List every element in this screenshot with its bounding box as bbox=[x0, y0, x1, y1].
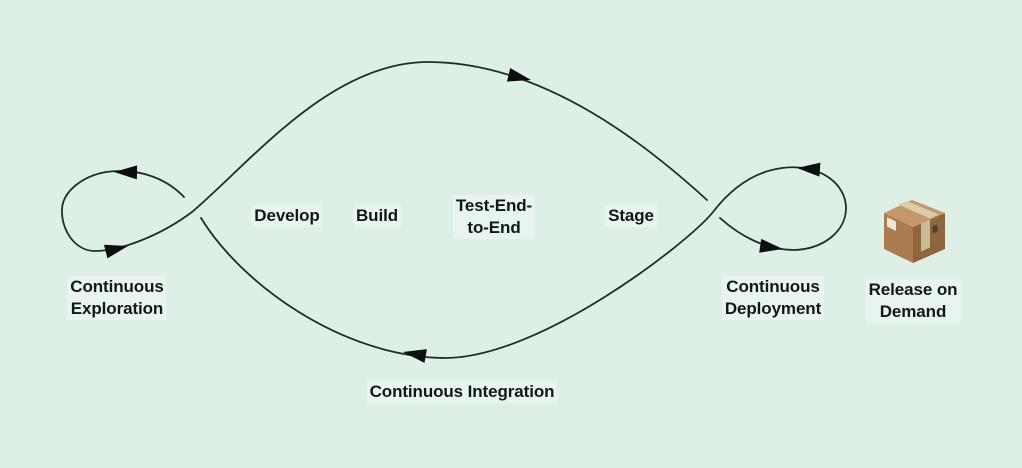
arrowhead-bottom-arc bbox=[403, 349, 427, 363]
label-rod-line2: Demand bbox=[879, 302, 947, 321]
package-box-icon bbox=[884, 200, 945, 263]
label-ce-line2: Exploration bbox=[70, 299, 164, 318]
label-test-end-to-end: Test-End- to-End bbox=[452, 195, 536, 239]
label-continuous-integration: Continuous Integration bbox=[366, 381, 558, 403]
box-shipping-sticker bbox=[887, 217, 896, 231]
label-release-on-demand: Release on Demand bbox=[865, 279, 961, 323]
arrowhead-deployment-loop-bottom bbox=[759, 238, 783, 253]
label-develop: Develop bbox=[251, 205, 323, 227]
label-ci-text: Continuous Integration bbox=[369, 382, 555, 401]
label-test-line1: Test-End- bbox=[455, 196, 533, 215]
deployment-loop-and-bottom-arc-path bbox=[200, 166, 847, 359]
label-build: Build bbox=[353, 205, 401, 227]
label-stage-text: Stage bbox=[608, 206, 654, 225]
label-develop-text: Develop bbox=[254, 206, 320, 225]
box-tape-side bbox=[921, 219, 930, 252]
label-continuous-exploration: Continuous Exploration bbox=[67, 276, 167, 320]
label-stage: Stage bbox=[605, 205, 657, 227]
arrowhead-exploration-loop-bottom bbox=[104, 244, 128, 259]
label-cd-line1: Continuous bbox=[726, 277, 820, 296]
label-build-text: Build bbox=[356, 206, 398, 225]
arrowhead-exploration-loop-top bbox=[114, 165, 138, 180]
label-continuous-deployment: Continuous Deployment bbox=[721, 276, 825, 320]
label-ce-line1: Continuous bbox=[70, 277, 164, 296]
arrowhead-deployment-loop-top bbox=[797, 162, 821, 177]
box-tape-top bbox=[898, 201, 939, 219]
arrowhead-top-arc bbox=[507, 68, 531, 82]
box-top-face bbox=[884, 200, 945, 227]
label-test-line2: to-End bbox=[467, 218, 521, 237]
label-cd-line2: Deployment bbox=[724, 299, 822, 318]
label-rod-line1: Release on bbox=[868, 280, 958, 299]
box-logo-mark bbox=[932, 224, 938, 234]
